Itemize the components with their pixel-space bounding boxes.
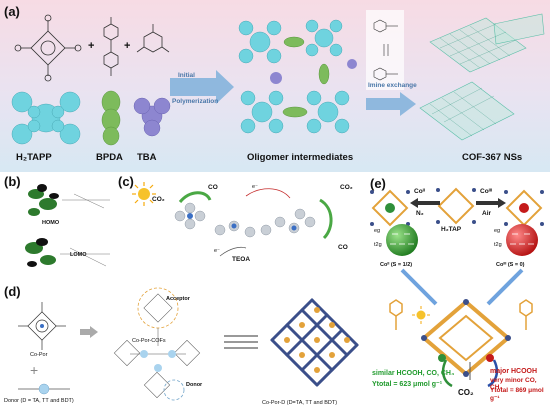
co-por-d-framework	[270, 298, 359, 387]
plus-sign-3: +	[30, 362, 39, 378]
co3-porphyrin-model	[504, 189, 544, 227]
plus-sign-1: +	[88, 40, 95, 52]
oligomer-models	[238, 19, 357, 134]
electron2-label: e⁻	[214, 248, 220, 254]
imine-exchange-arrow	[366, 92, 416, 116]
polymerization-arrow	[170, 70, 234, 104]
co-por-label: Co-Por	[30, 352, 48, 358]
h2tap-label: H₂TAP	[441, 226, 462, 233]
co3-eg-label: eg	[494, 228, 501, 234]
homo-label: HOMO	[42, 220, 60, 226]
electron-label: e⁻	[252, 184, 258, 190]
equivalence-symbol	[224, 335, 258, 349]
left-result-line2: Ytotal = 623 μmol g⁻¹	[372, 381, 443, 388]
h2tapp-model	[11, 91, 81, 145]
co2-reaction-arrow	[410, 198, 440, 208]
oligomer-label: Oligomer intermediates	[247, 152, 354, 163]
co2-bottom-label: CO₂	[458, 388, 474, 397]
plus-sign-2: +	[124, 40, 131, 52]
co3-reaction-arrow	[476, 198, 506, 208]
donor-label: Donor	[186, 382, 203, 388]
co-right-label: CO	[338, 244, 348, 251]
co2-left-label: CO₂	[152, 196, 165, 203]
synthesis-arrow	[80, 326, 98, 338]
tba-model	[133, 97, 171, 137]
homo-lomo-orbitals	[25, 184, 110, 267]
co-por-d-label: Co-Por-D (D=TA, TT and BDT)	[262, 400, 338, 406]
right-result-line2: very minor CO, CH₄	[490, 377, 537, 391]
co2-state-label: Coᴵᴵ (S = 1/2)	[380, 262, 413, 268]
co-top-label: CO	[208, 184, 218, 191]
bpda-structure	[103, 17, 119, 76]
acceptor-label: Acceptor	[166, 296, 190, 302]
left-linker	[389, 299, 403, 330]
h2tap-model	[436, 187, 476, 225]
product-arrows	[441, 359, 499, 388]
photocatalysis-scheme	[174, 188, 333, 257]
teoa-label: TEOA	[232, 256, 251, 263]
co3-t2g-label: t2g	[494, 242, 502, 248]
co3-condition: Air	[482, 210, 492, 217]
right-linker	[519, 299, 533, 330]
co3-state-label: Coᴵᴵᴵ (S = 0)	[496, 262, 525, 268]
bpda-model	[101, 90, 121, 146]
co2-t2g-label: t2g	[374, 242, 382, 248]
sun-icon	[132, 182, 156, 206]
cof-367-nanosheets	[419, 13, 545, 141]
left-result-line1: similar HCOOH, CO, CH₄	[372, 370, 455, 377]
co-por-cofs-scheme	[113, 287, 201, 401]
assembly-arrows	[400, 268, 524, 306]
panel-d-label: (d)	[4, 284, 21, 299]
step1-text-line1: Initial	[178, 72, 195, 79]
panel-a-label: (a)	[4, 4, 20, 19]
co2-condition: N₂	[416, 210, 424, 217]
co2-reagent: Coᴵᴵ	[414, 188, 426, 195]
imine-exchange-scheme	[366, 10, 404, 90]
lomo-label: LOMO	[70, 252, 87, 258]
tba-label: TBA	[137, 152, 157, 163]
cof-367-label: COF-367 NSs	[462, 152, 523, 163]
h2tapp-label: H₂TAPP	[16, 152, 52, 163]
bpda-label: BPDA	[96, 152, 123, 163]
panel-e-label: (e)	[370, 176, 386, 191]
co2-eg-label: eg	[374, 228, 381, 234]
h2tapp-structure	[14, 14, 82, 82]
co2-spin-sphere	[386, 224, 418, 256]
co3-spin-sphere	[506, 224, 538, 256]
co-por-structure	[18, 302, 66, 350]
step2-text: Imine exchange	[368, 82, 417, 89]
co2-porphyrin-model	[370, 189, 410, 227]
step1-text-line2: Polymerization	[172, 98, 219, 105]
right-result-line1: major HCOOH	[490, 368, 538, 375]
donor-linker	[18, 383, 70, 395]
tba-structure	[136, 24, 170, 53]
panel-b-label: (b)	[4, 174, 21, 189]
right-result-line3: Ytotal = 869 μmol g⁻¹	[490, 387, 544, 402]
co3-reagent: Coᴵᴵᴵ	[480, 188, 493, 195]
cobalt-porphyrin-framework	[420, 299, 512, 377]
sun-icon-right	[412, 306, 430, 324]
panel-c-label: (c)	[118, 174, 134, 189]
co-por-cofs-label: Co-Por-COFs	[132, 338, 166, 344]
co2-right-label: CO₂	[340, 184, 353, 191]
donor-definition: Donor (D = TA, TT and BDT)	[4, 398, 74, 404]
